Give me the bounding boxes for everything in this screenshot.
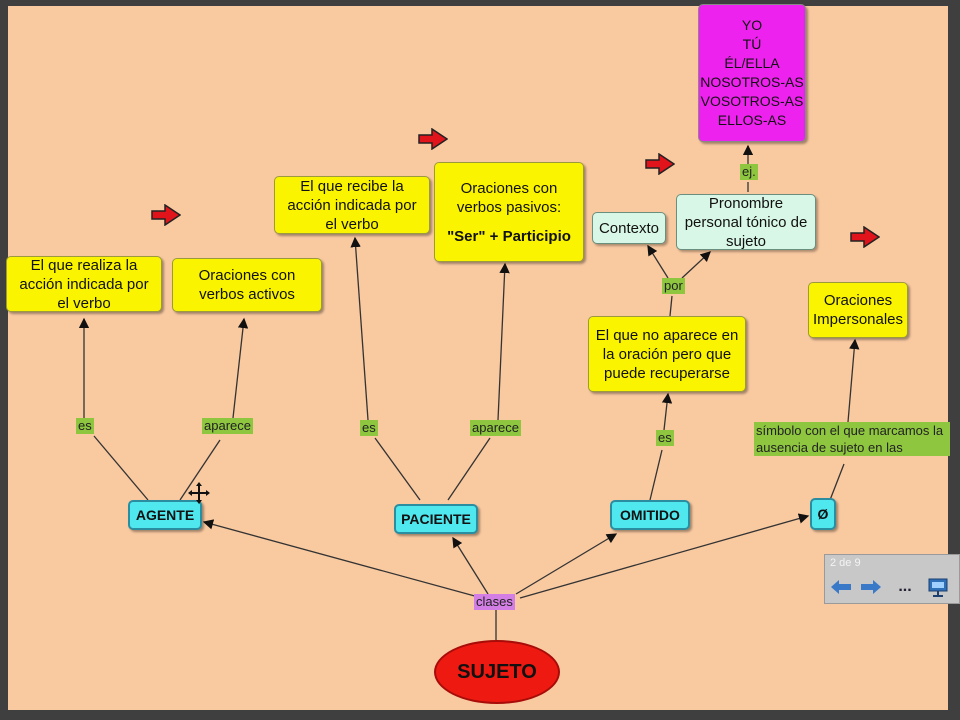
red-arrow-icon — [151, 204, 181, 226]
concept-recibe-accion[interactable]: El que recibe la acción indicada por el … — [274, 176, 430, 234]
slide-navigation-panel: 2 de 9 ... — [824, 554, 960, 604]
concept-oraciones-impersonales[interactable]: Oraciones Impersonales — [808, 282, 908, 338]
link-label-es[interactable]: es — [656, 430, 674, 446]
concept-contexto[interactable]: Contexto — [592, 212, 666, 244]
class-node-cero[interactable]: Ø — [810, 498, 836, 530]
concept-verbos-activos[interactable]: Oraciones con verbos activos — [172, 258, 322, 312]
pasivos-text: Oraciones con verbos pasivos: — [456, 179, 562, 216]
concept-realiza-accion[interactable]: El que realiza la acción indicada por el… — [6, 256, 162, 312]
link-label-simbolo[interactable]: símbolo con el que marcamos la ausencia … — [754, 422, 950, 456]
more-button[interactable]: ... — [893, 577, 917, 597]
pronoun-item: VOSOTROS-AS — [700, 93, 804, 109]
nav-forward-icon — [861, 580, 881, 594]
pronoun-item: ELLOS-AS — [717, 112, 787, 128]
class-node-paciente[interactable]: PACIENTE — [394, 504, 478, 534]
red-arrow-icon — [645, 153, 675, 175]
red-arrow-icon — [850, 226, 880, 248]
more-icon: ... — [898, 578, 912, 595]
move-cursor-icon — [188, 482, 210, 504]
link-label-es[interactable]: es — [360, 420, 378, 436]
presentation-icon — [928, 578, 948, 597]
link-label-aparece[interactable]: aparece — [470, 420, 521, 436]
concept-pronombre-personal[interactable]: Pronombre personal tónico de sujeto — [676, 194, 816, 250]
class-node-omitido[interactable]: OMITIDO — [610, 500, 690, 530]
link-label-clases[interactable]: clases — [474, 594, 515, 610]
nav-back-icon — [831, 580, 851, 594]
page-indicator: 2 de 9 — [830, 557, 861, 569]
pronoun-item: ÉL/ELLA — [724, 55, 780, 71]
pronoun-item: YO — [741, 17, 763, 33]
concept-map-canvas: SUJETO clases AGENTE PACIENTE OMITIDO Ø … — [6, 4, 950, 710]
concept-pronombres-list[interactable]: YO TÚ ÉL/ELLA NOSOTROS-AS VOSOTROS-AS EL… — [698, 4, 806, 142]
nav-back-button[interactable] — [829, 577, 853, 597]
nav-forward-button[interactable] — [859, 577, 883, 597]
presentation-button[interactable] — [925, 577, 951, 597]
class-node-agente[interactable]: AGENTE — [128, 500, 202, 530]
pronoun-item: TÚ — [742, 36, 762, 52]
ser-participio-text: "Ser" + Participio — [447, 227, 571, 245]
root-node-sujeto[interactable]: SUJETO — [434, 640, 560, 704]
concept-no-aparece[interactable]: El que no aparece en la oración pero que… — [588, 316, 746, 392]
red-arrow-icon — [418, 128, 448, 150]
pronoun-item: NOSOTROS-AS — [700, 74, 804, 90]
link-label-por[interactable]: por — [662, 278, 685, 294]
concept-verbos-pasivos[interactable]: Oraciones con verbos pasivos: "Ser" + Pa… — [434, 162, 584, 262]
link-label-aparece[interactable]: aparece — [202, 418, 253, 434]
connector-lines — [78, 144, 860, 640]
link-label-ej[interactable]: ej. — [740, 164, 758, 180]
link-label-es[interactable]: es — [76, 418, 94, 434]
